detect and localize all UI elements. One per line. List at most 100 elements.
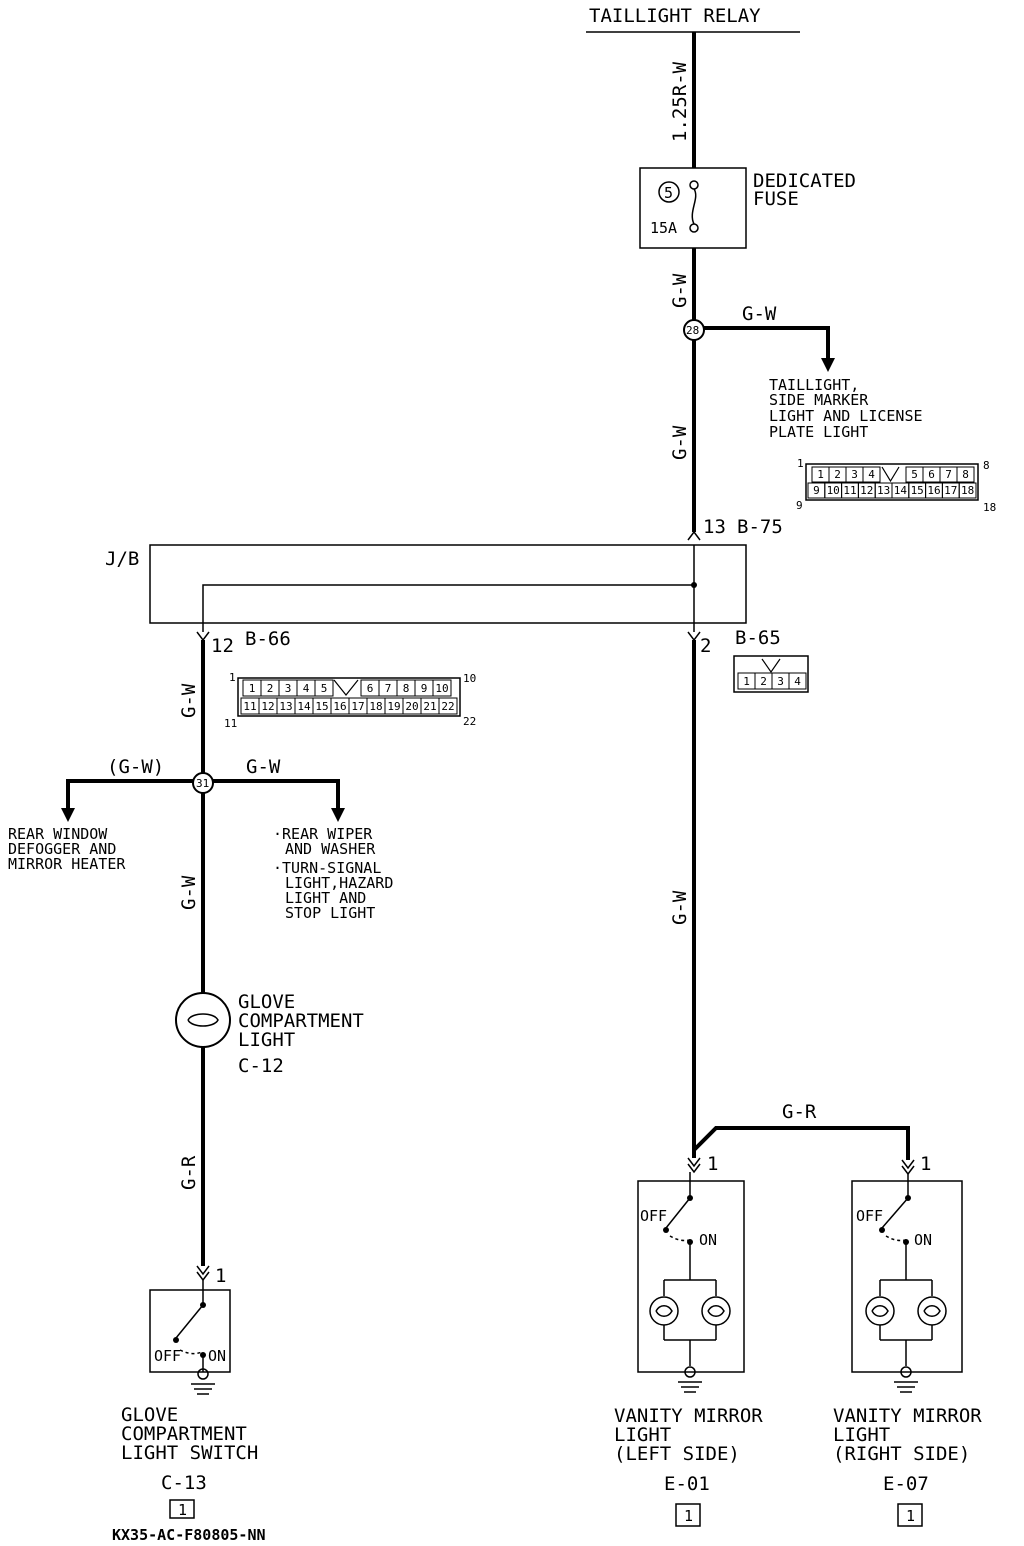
- mirror-right-pin: 1: [920, 1153, 931, 1175]
- taillight-dest-line2: SIDE MARKER: [769, 391, 869, 409]
- wire-gw-below-fuse-label: G-W: [669, 273, 691, 308]
- conn-b66-key: [333, 679, 359, 696]
- taillight-dest-line1: TAILLIGHT,: [769, 376, 859, 394]
- arrow-taillight: [821, 358, 835, 372]
- dest-mid-line4: LIGHT,HAZARD: [285, 874, 393, 892]
- fuse-terminal-top: [689, 180, 699, 190]
- wire-mirror-jumper: [692, 1126, 910, 1160]
- junction-31-label: 31: [196, 777, 209, 790]
- dest-left-line2: DEFOGGER AND: [8, 840, 116, 858]
- mirror-right-off: OFF: [856, 1207, 883, 1225]
- conn-b65-pin-4: 4: [794, 675, 801, 688]
- fuse-label-line1: DEDICATED: [753, 170, 856, 192]
- mirror-left-badge-frame: [675, 1503, 701, 1527]
- arrow-wiper: [331, 808, 345, 822]
- conn-b75-pin-8: 8: [962, 468, 969, 481]
- conn-b66-pin-22-cell: [438, 697, 458, 715]
- jb-conn-top: B-75: [737, 516, 783, 538]
- fuse-rating: 15A: [650, 219, 677, 237]
- mirror-left-pin-arrow2: [687, 1163, 701, 1174]
- mirror-right-pin-arrow: [901, 1159, 915, 1170]
- wire-branch-wiper: [213, 779, 340, 810]
- conn-b66-pin-19: 19: [387, 700, 400, 713]
- conn-b66-pin-13: 13: [279, 700, 292, 713]
- conn-b66-pin-8: 8: [403, 682, 410, 695]
- conn-b75-right-bottom: 18: [983, 501, 996, 514]
- conn-b66-pin-5: 5: [321, 682, 328, 695]
- footer-code: KX35-AC-F80805-NN: [112, 1526, 266, 1544]
- wire-top-label: 1.25R-W: [669, 61, 691, 142]
- connector-b66-frame: [237, 677, 461, 717]
- fuse-terminal-bottom: [689, 223, 699, 233]
- mirror-right-line2: LIGHT: [833, 1424, 890, 1446]
- conn-b66-left-bottom: 11: [224, 717, 237, 730]
- wire-gw-branch-left-label: (G-W): [107, 756, 164, 778]
- glove-switch-line1: GLOVE: [121, 1404, 178, 1426]
- conn-b66-pin-3: 3: [285, 682, 292, 695]
- bulb-right-a-icon: [871, 1305, 889, 1317]
- conn-b75-pin-8-cell: [956, 466, 975, 483]
- conn-b65-pin-2: 2: [760, 675, 767, 688]
- glove-switch-pin: 1: [215, 1265, 226, 1287]
- dest-mid-line5: LIGHT AND: [285, 889, 366, 907]
- glove-switch-line2: COMPARTMENT: [121, 1423, 247, 1445]
- conn-b66-pin-9: 9: [421, 682, 428, 695]
- mirror-left-on: ON: [699, 1231, 717, 1249]
- conn-b65-pin-3: 3: [777, 675, 784, 688]
- conn-b66-arrow: [196, 631, 210, 642]
- glove-compartment-light: [175, 992, 231, 1048]
- bulb-left-a-icon: [655, 1305, 673, 1317]
- jb-conn-right: B-65: [735, 627, 781, 649]
- wire-gr-mirror-label: G-R: [782, 1101, 817, 1123]
- bulb-left-b-icon: [707, 1305, 725, 1317]
- jb-pin-left: 12: [211, 635, 234, 657]
- conn-b75-pin-4: 4: [868, 468, 875, 481]
- conn-b75-pin-2: 2: [834, 468, 841, 481]
- conn-b75-key: [881, 466, 900, 483]
- mirror-right-badge: 1: [906, 1507, 915, 1525]
- glove-switch-badge: 1: [178, 1501, 187, 1519]
- conn-b75-pin-14: 14: [894, 484, 908, 497]
- conn-b66-left-top: 1: [229, 671, 236, 684]
- conn-b66-pin-4: 4: [303, 682, 310, 695]
- conn-b66-pin-11: 11: [243, 700, 256, 713]
- conn-b75-pin-9: 9: [813, 484, 820, 497]
- conn-b66-pin-12: 12: [261, 700, 274, 713]
- jb-pin-right: 2: [700, 635, 711, 657]
- conn-b66-pin-21: 21: [423, 700, 436, 713]
- mirror-left-pin: 1: [707, 1153, 718, 1175]
- conn-b75-pin-16: 16: [927, 484, 940, 497]
- glove-light-line1: GLOVE: [238, 991, 295, 1013]
- conn-b75-right-top: 8: [983, 459, 990, 472]
- dest-mid-line6: STOP LIGHT: [285, 904, 375, 922]
- jb-pin-top: 13: [703, 516, 726, 538]
- junction-block: [149, 544, 747, 624]
- jb-conn-left: B-66: [245, 628, 291, 650]
- conn-b75-pin-15: 15: [911, 484, 924, 497]
- fuse-number: 5: [664, 184, 673, 202]
- conn-b66-pin-10-cell: [432, 679, 452, 697]
- mirror-left-badge: 1: [684, 1507, 693, 1525]
- conn-b66-pin-6: 6: [367, 682, 374, 695]
- mirror-left-conn: E-01: [664, 1473, 710, 1495]
- conn-b75-pin-3: 3: [851, 468, 858, 481]
- conn-b66-pin-17: 17: [351, 700, 364, 713]
- conn-b66-pin-16: 16: [333, 700, 346, 713]
- conn-b66-pin-1: 1: [249, 682, 256, 695]
- glove-light-conn: C-12: [238, 1055, 284, 1077]
- conn-b75-pin-7: 7: [945, 468, 952, 481]
- conn-b75-pin-4-cell: [862, 466, 881, 483]
- dedicated-fuse: 5 15A: [639, 167, 747, 249]
- mirror-left-line2: LIGHT: [614, 1424, 671, 1446]
- dest-mid-line1: ·REAR WIPER: [273, 825, 373, 843]
- conn-b66-pin-14: 14: [297, 700, 311, 713]
- dest-mid-line2: AND WASHER: [285, 840, 376, 858]
- glove-switch-on: ON: [208, 1347, 226, 1365]
- wire-gw-main-upper-label: G-W: [669, 425, 691, 460]
- fuse-number-circle: [658, 181, 680, 203]
- conn-b75-pin-1: 1: [817, 468, 824, 481]
